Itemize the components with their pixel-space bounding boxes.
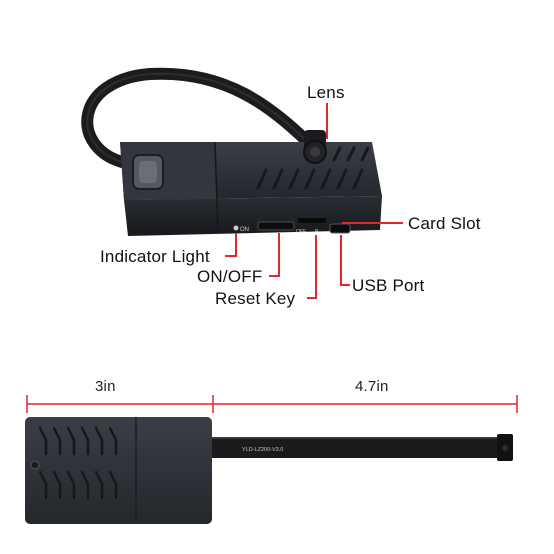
on-off-switch [257,221,295,231]
dimension-cable-length: 4.7in [355,378,389,395]
reset-marking: R [315,229,319,235]
card-slot [298,218,326,223]
ribbon-cable-flat [205,437,511,458]
label-lens: Lens [307,83,345,102]
label-card-slot: Card Slot [408,214,481,233]
dimension-lines [26,395,518,413]
switch-on-marking: ON [240,227,249,233]
label-indicator-light: Indicator Light [100,247,210,266]
camera-body-bottom [25,417,212,524]
dimension-body-length: 3in [95,378,116,395]
switch-off-marking: OFF [296,229,306,235]
label-on-off: ON/OFF [197,267,263,286]
usb-port [329,223,351,234]
label-usb-port: USB Port [352,276,425,295]
board-model-marking: YLD-LZ200-V3.0 [242,447,283,453]
vent-chevrons [38,426,118,500]
callout-lines [225,103,403,299]
lens-assembly [303,130,327,164]
label-reset-key: Reset Key [215,289,296,308]
indicator-led [233,225,239,231]
camera-body-front [124,196,382,236]
vent-slots [256,146,370,190]
